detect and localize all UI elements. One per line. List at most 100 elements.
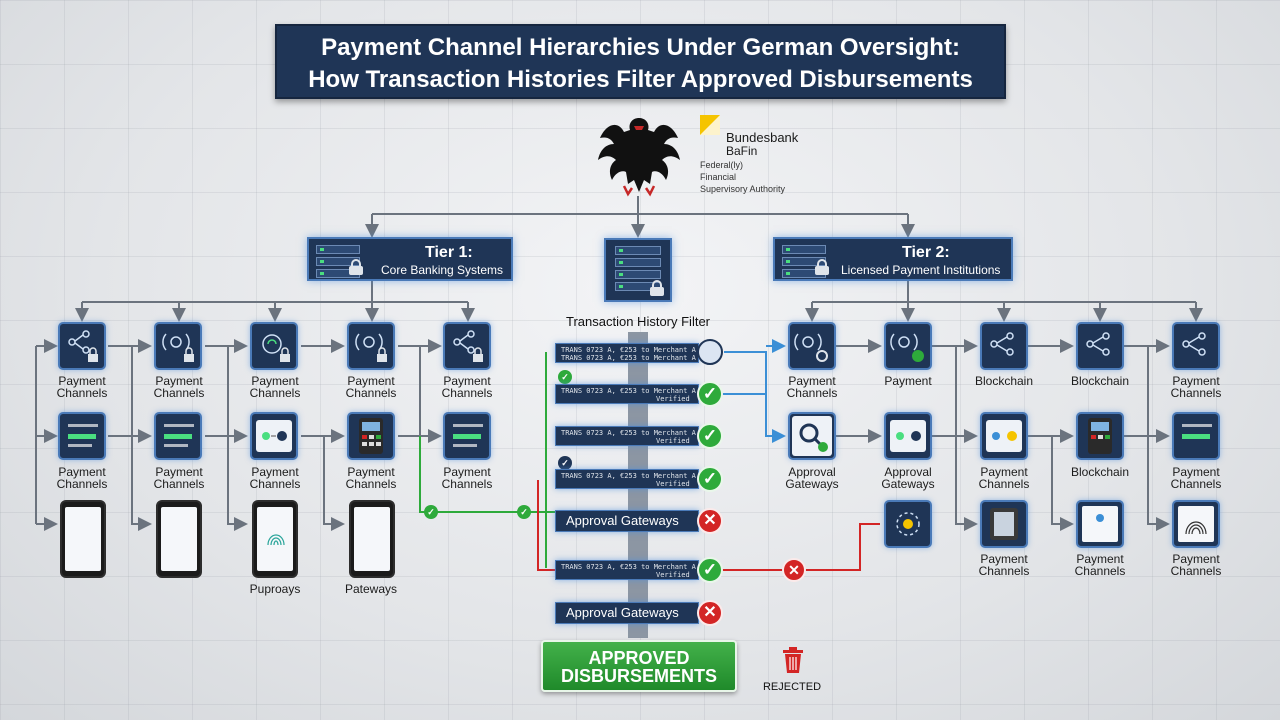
approval-gateway-1[interactable]: Approval Gateways — [555, 510, 699, 532]
node-label: Payment Channels — [249, 374, 301, 400]
node-label: Blockchain — [1070, 374, 1130, 388]
payment-channel-node[interactable] — [250, 412, 298, 460]
node-label: Payment Channels — [978, 465, 1030, 491]
payment-channel-node[interactable] — [1172, 322, 1220, 370]
check-icon: ✓ — [558, 456, 572, 470]
blockchain-icon — [990, 332, 1014, 356]
blockchain-node[interactable] — [980, 322, 1028, 370]
payment-channel-node[interactable] — [980, 412, 1028, 460]
node-label: Payment Channels — [1074, 552, 1126, 578]
payment-channel-node[interactable] — [980, 500, 1028, 548]
tier2-subtitle: Licensed Payment Institutions — [841, 263, 1001, 277]
transaction-record[interactable]: TRANS 0723 A, €253 to Merchant A TRANS 0… — [555, 343, 699, 363]
trash-icon — [783, 647, 803, 673]
node-label: Payment Channels — [153, 465, 205, 491]
approval-gateway-node[interactable] — [788, 412, 836, 460]
approval-gateway-node[interactable] — [884, 412, 932, 460]
bafin-label: BaFin — [726, 144, 758, 158]
node-label: Payment Channels — [786, 374, 838, 400]
magnifier-icon — [697, 339, 723, 365]
screen-line — [68, 424, 98, 427]
transaction-record[interactable]: TRANS 0723 A, €253 to Merchant A Verifie… — [555, 560, 699, 580]
contactless-lock-icon — [262, 334, 290, 362]
server-icon — [615, 246, 661, 294]
contactless-check-icon — [890, 333, 924, 362]
check-icon: ✓ — [697, 557, 723, 583]
screen-bar — [453, 434, 481, 439]
title-line-1: Payment Channel Hierarchies Under German… — [321, 34, 960, 61]
screen-line — [164, 444, 188, 447]
payment-channel-node[interactable] — [1172, 500, 1220, 548]
gateway-node[interactable] — [884, 500, 932, 548]
transfer-icon — [986, 420, 1022, 452]
node-label: Payment Channels — [441, 374, 493, 400]
node-label: Approval Gateways — [881, 465, 935, 491]
transaction-record[interactable]: TRANS 0723 A, €253 to Merchant A Verifie… — [555, 426, 699, 446]
network-lock-icon — [453, 330, 483, 362]
payment-channel-node[interactable] — [347, 412, 395, 460]
node-label: Payment Channels — [249, 465, 301, 491]
pos-terminal-icon — [990, 508, 1018, 540]
tier1-title: Tier 1: — [425, 244, 473, 261]
screen-line — [453, 424, 483, 427]
payment-channel-node[interactable] — [788, 322, 836, 370]
node-label: Blockchain — [1070, 465, 1130, 479]
regulator-sub-2: Financial — [700, 172, 737, 182]
payment-channel-node[interactable] — [154, 412, 202, 460]
mobile-phone[interactable] — [252, 500, 298, 578]
transaction-record[interactable]: TRANS 0723 A, €253 to Merchant A Verifie… — [555, 469, 699, 489]
node-label: Payment — [884, 374, 932, 388]
payment-channel-node[interactable] — [58, 322, 106, 370]
node-label: Payment Channels — [56, 374, 108, 400]
payment-channel-node[interactable] — [1172, 412, 1220, 460]
transaction-record[interactable]: TRANS 0723 A, €253 to Merchant A Verifie… — [555, 384, 699, 404]
check-icon: ✓ — [517, 505, 531, 519]
fingerprint-icon — [1178, 506, 1214, 542]
payment-channel-node[interactable] — [58, 412, 106, 460]
tier2-box: Tier 2: Licensed Payment Institutions — [773, 237, 1013, 281]
contactless-lock-icon — [162, 333, 194, 362]
payment-channel-node[interactable] — [443, 322, 491, 370]
verified-tag: Verified — [656, 571, 690, 579]
node-label: Payment Channels — [345, 374, 397, 400]
blockchain-node[interactable] — [1076, 412, 1124, 460]
node-label: Pateways — [344, 582, 398, 596]
record-text: TRANS 0723 A, €253 to Merchant A — [561, 346, 696, 354]
approval-gateway-2[interactable]: Approval Gateways — [555, 602, 699, 624]
padlock-icon — [650, 280, 664, 296]
central-server — [604, 238, 672, 302]
reject-icon: ✕ — [697, 508, 723, 534]
record-text: TRANS 0723 A, €253 to Merchant A — [561, 472, 696, 480]
approved-disbursements-button[interactable]: APPROVED DISBURSEMENTS — [541, 640, 737, 692]
payment-channel-node[interactable] — [250, 322, 298, 370]
node-label: Payment Channels — [978, 552, 1030, 578]
node-label: Payment Channels — [153, 374, 205, 400]
check-icon: ✓ — [697, 381, 723, 407]
check-icon: ✓ — [424, 505, 438, 519]
phone-screen — [354, 507, 390, 571]
page-title: Payment Channel Hierarchies Under German… — [275, 24, 1006, 99]
node-label: Blockchain — [974, 374, 1034, 388]
screen-line — [453, 444, 477, 447]
mobile-phone[interactable] — [60, 500, 106, 578]
mobile-phone[interactable] — [156, 500, 202, 578]
node-label: Puproays — [249, 582, 301, 596]
mobile-phone[interactable] — [349, 500, 395, 578]
payment-node[interactable] — [884, 322, 932, 370]
reject-icon: ✕ — [782, 558, 806, 582]
payment-channel-node[interactable] — [443, 412, 491, 460]
payment-channel-node[interactable] — [347, 322, 395, 370]
dial-icon — [896, 512, 920, 536]
federal-eagle-icon — [598, 118, 680, 197]
blockchain-node[interactable] — [1076, 322, 1124, 370]
filter-heading: Transaction History Filter — [566, 314, 710, 329]
reject-icon: ✕ — [697, 600, 723, 626]
phone-screen — [257, 507, 293, 571]
payment-channel-node[interactable] — [1076, 500, 1124, 548]
verified-tag: Verified — [656, 395, 690, 403]
payment-channel-node[interactable] — [154, 322, 202, 370]
record-text: TRANS 0723 A, €253 to Merchant A — [561, 563, 696, 571]
verified-tag: Verified — [656, 480, 690, 488]
tier1-box: Tier 1: Core Banking Systems — [307, 237, 513, 281]
